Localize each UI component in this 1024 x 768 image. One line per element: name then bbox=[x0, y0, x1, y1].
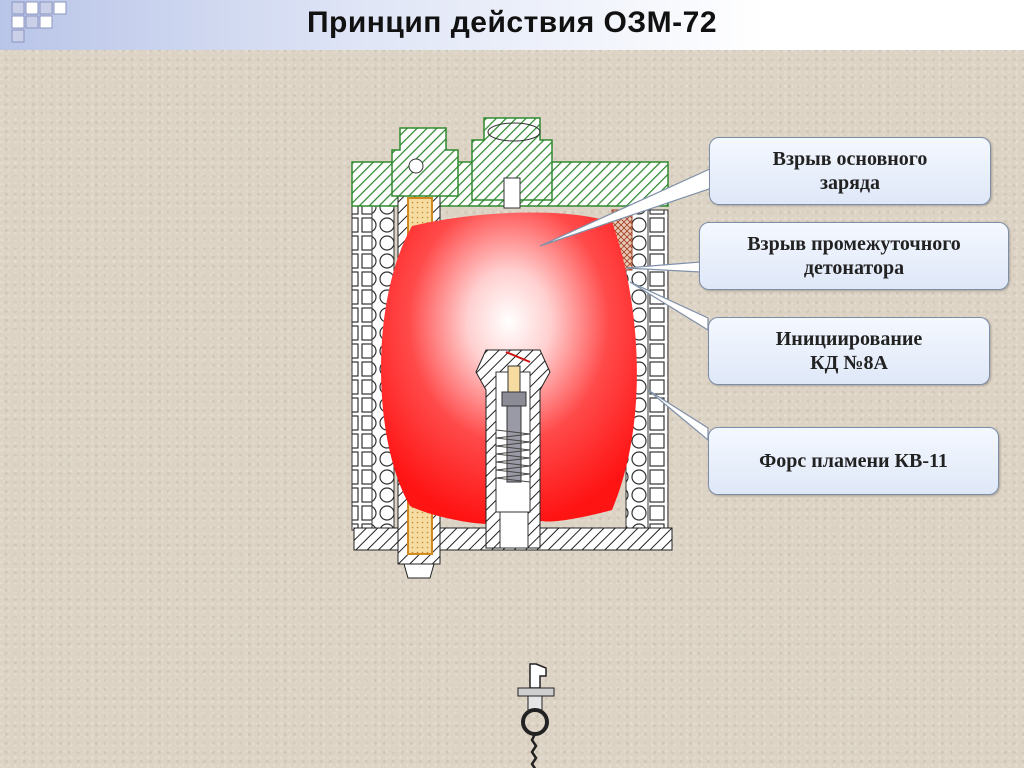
callout-flame-jet-text: Форс пламени КВ-11 bbox=[759, 449, 948, 473]
callout-flame-jet: Форс пламени КВ-11 bbox=[708, 427, 999, 495]
callout-main-charge: Взрыв основного заряда bbox=[709, 137, 991, 205]
callout-main-charge-text: Взрыв основного заряда bbox=[773, 147, 928, 195]
callout-intermediate-detonator-text: Взрыв промежуточного детонатора bbox=[747, 232, 961, 280]
fuse-pin-with-chain bbox=[518, 664, 554, 768]
detonator-kd8a-assembly bbox=[476, 350, 550, 548]
fuse-sockets bbox=[392, 118, 552, 208]
callout-intermediate-detonator: Взрыв промежуточного детонатора bbox=[699, 222, 1009, 290]
callout-detonator-initiation-text: Инициирование КД №8А bbox=[776, 327, 923, 375]
callout-detonator-initiation: Инициирование КД №8А bbox=[708, 317, 990, 385]
